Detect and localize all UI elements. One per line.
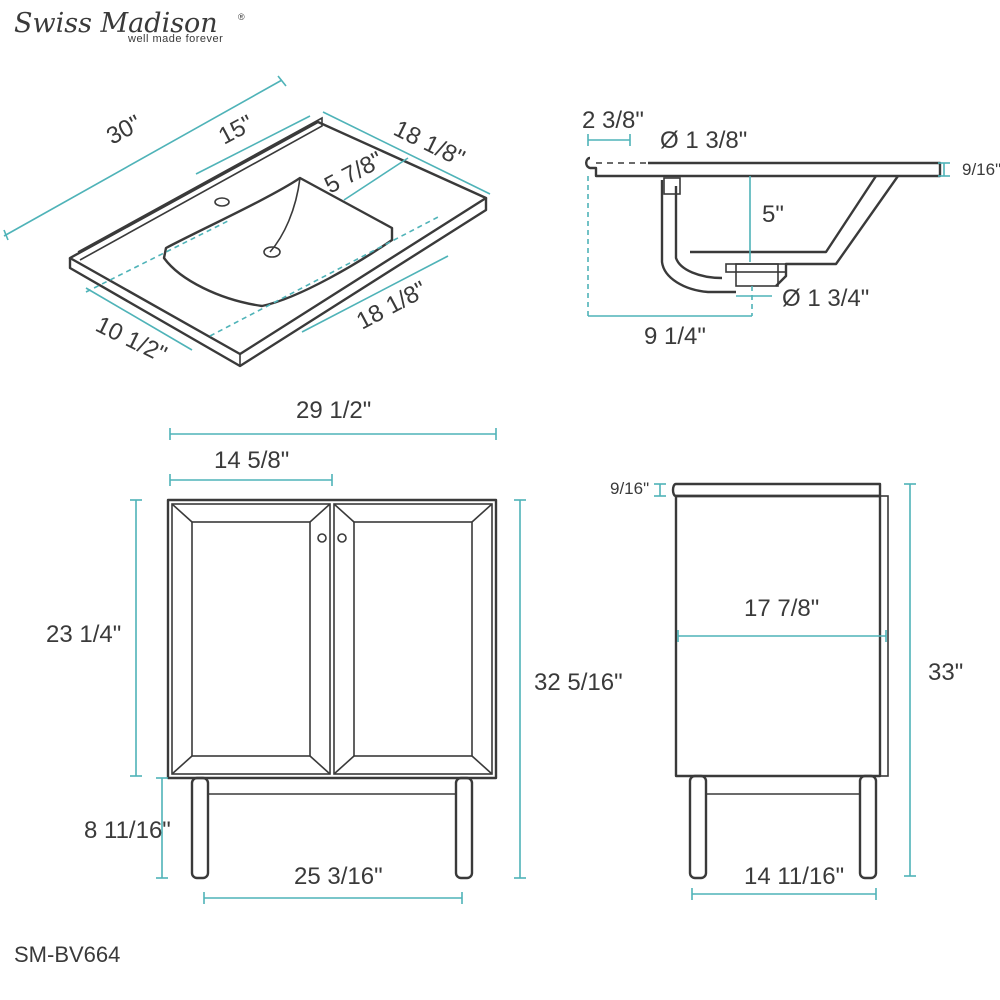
label-center: 15" [214,110,258,150]
label-top-thickness: 9/16" [962,160,1000,179]
front-right-leg [454,776,474,880]
basin-curve [269,177,301,253]
label-faucet-offset: 5 7/8" [320,146,387,199]
label-side-leg-span: 14 11/16" [744,863,844,890]
drain-pipe-inner [674,186,723,280]
brand-tagline: well made forever [127,33,223,45]
label-drain-diameter: Ø 1 3/4" [782,285,869,312]
label-faucet-hole: Ø 1 3/8" [660,127,747,154]
right-door-cane-panel [353,521,473,757]
label-bowl-depth: 5" [762,201,784,228]
left-door [171,503,331,775]
label-leg-height: 8 11/16" [84,817,171,844]
label-side-depth: 17 7/8" [744,595,819,622]
section-view: 2 3/8" Ø 1 3/8" 9/16" 5" Ø 1 3/4" 9 1/4" [582,107,1000,350]
side-left-leg [688,774,708,880]
label-total-height: 32 5/16" [534,669,623,696]
brand-registered: ® [238,12,245,22]
label-drain-offset: 9 1/4" [644,323,706,350]
label-rim-offset: 2 3/8" [582,107,644,134]
label-side-height: 33" [928,659,963,686]
left-knob-icon [317,533,327,543]
label-overall-width: 29 1/2" [296,397,371,424]
centerline-a [85,219,231,293]
brand-logo: Swiss Madison ® well made forever [14,8,245,45]
front-view: 29 1/2" 14 5/8" 23 1/4" 32 5/16" 8 11/16… [46,397,623,904]
side-top [671,482,882,498]
top-view: 30" 15" 18 1/8" 5 7/8" 10 1/2" 18 1/8" [3,75,491,368]
drain-body [735,263,779,287]
label-side-top: 9/16" [610,479,649,498]
drain-flange [725,263,787,273]
label-leg-span: 25 3/16" [294,863,383,890]
dim-depth-front [301,255,449,333]
drain-pipe-outer [660,180,736,294]
model-number: SM-BV664 [14,942,120,967]
front-left-leg [190,776,210,880]
backsplash-lip [77,116,323,261]
cabinet-body [166,498,498,780]
label-cabinet-height: 23 1/4" [46,621,121,648]
side-view: 9/16" 17 7/8" 33" 14 11/16" [610,479,963,900]
brand-name: Swiss Madison [14,8,218,39]
bowl-right [775,175,899,287]
dim-depth [322,111,491,195]
right-door [333,503,493,775]
overflow-icon [663,177,681,195]
centerline-b [209,215,441,337]
left-door-cane-panel [191,521,311,757]
dim-width [3,79,283,237]
dim-faucet [343,157,409,201]
basin-outline [162,176,394,308]
label-door-width: 14 5/8" [214,447,289,474]
drain-hole-icon [263,246,281,258]
countertop-outline [68,120,488,356]
dim-center [195,115,311,175]
label-width: 30" [102,110,146,150]
dim-front-drain [85,287,193,351]
section-top [585,156,942,178]
right-knob-icon [337,533,347,543]
faucet-hole-icon [214,197,230,207]
side-right-leg [858,774,878,880]
